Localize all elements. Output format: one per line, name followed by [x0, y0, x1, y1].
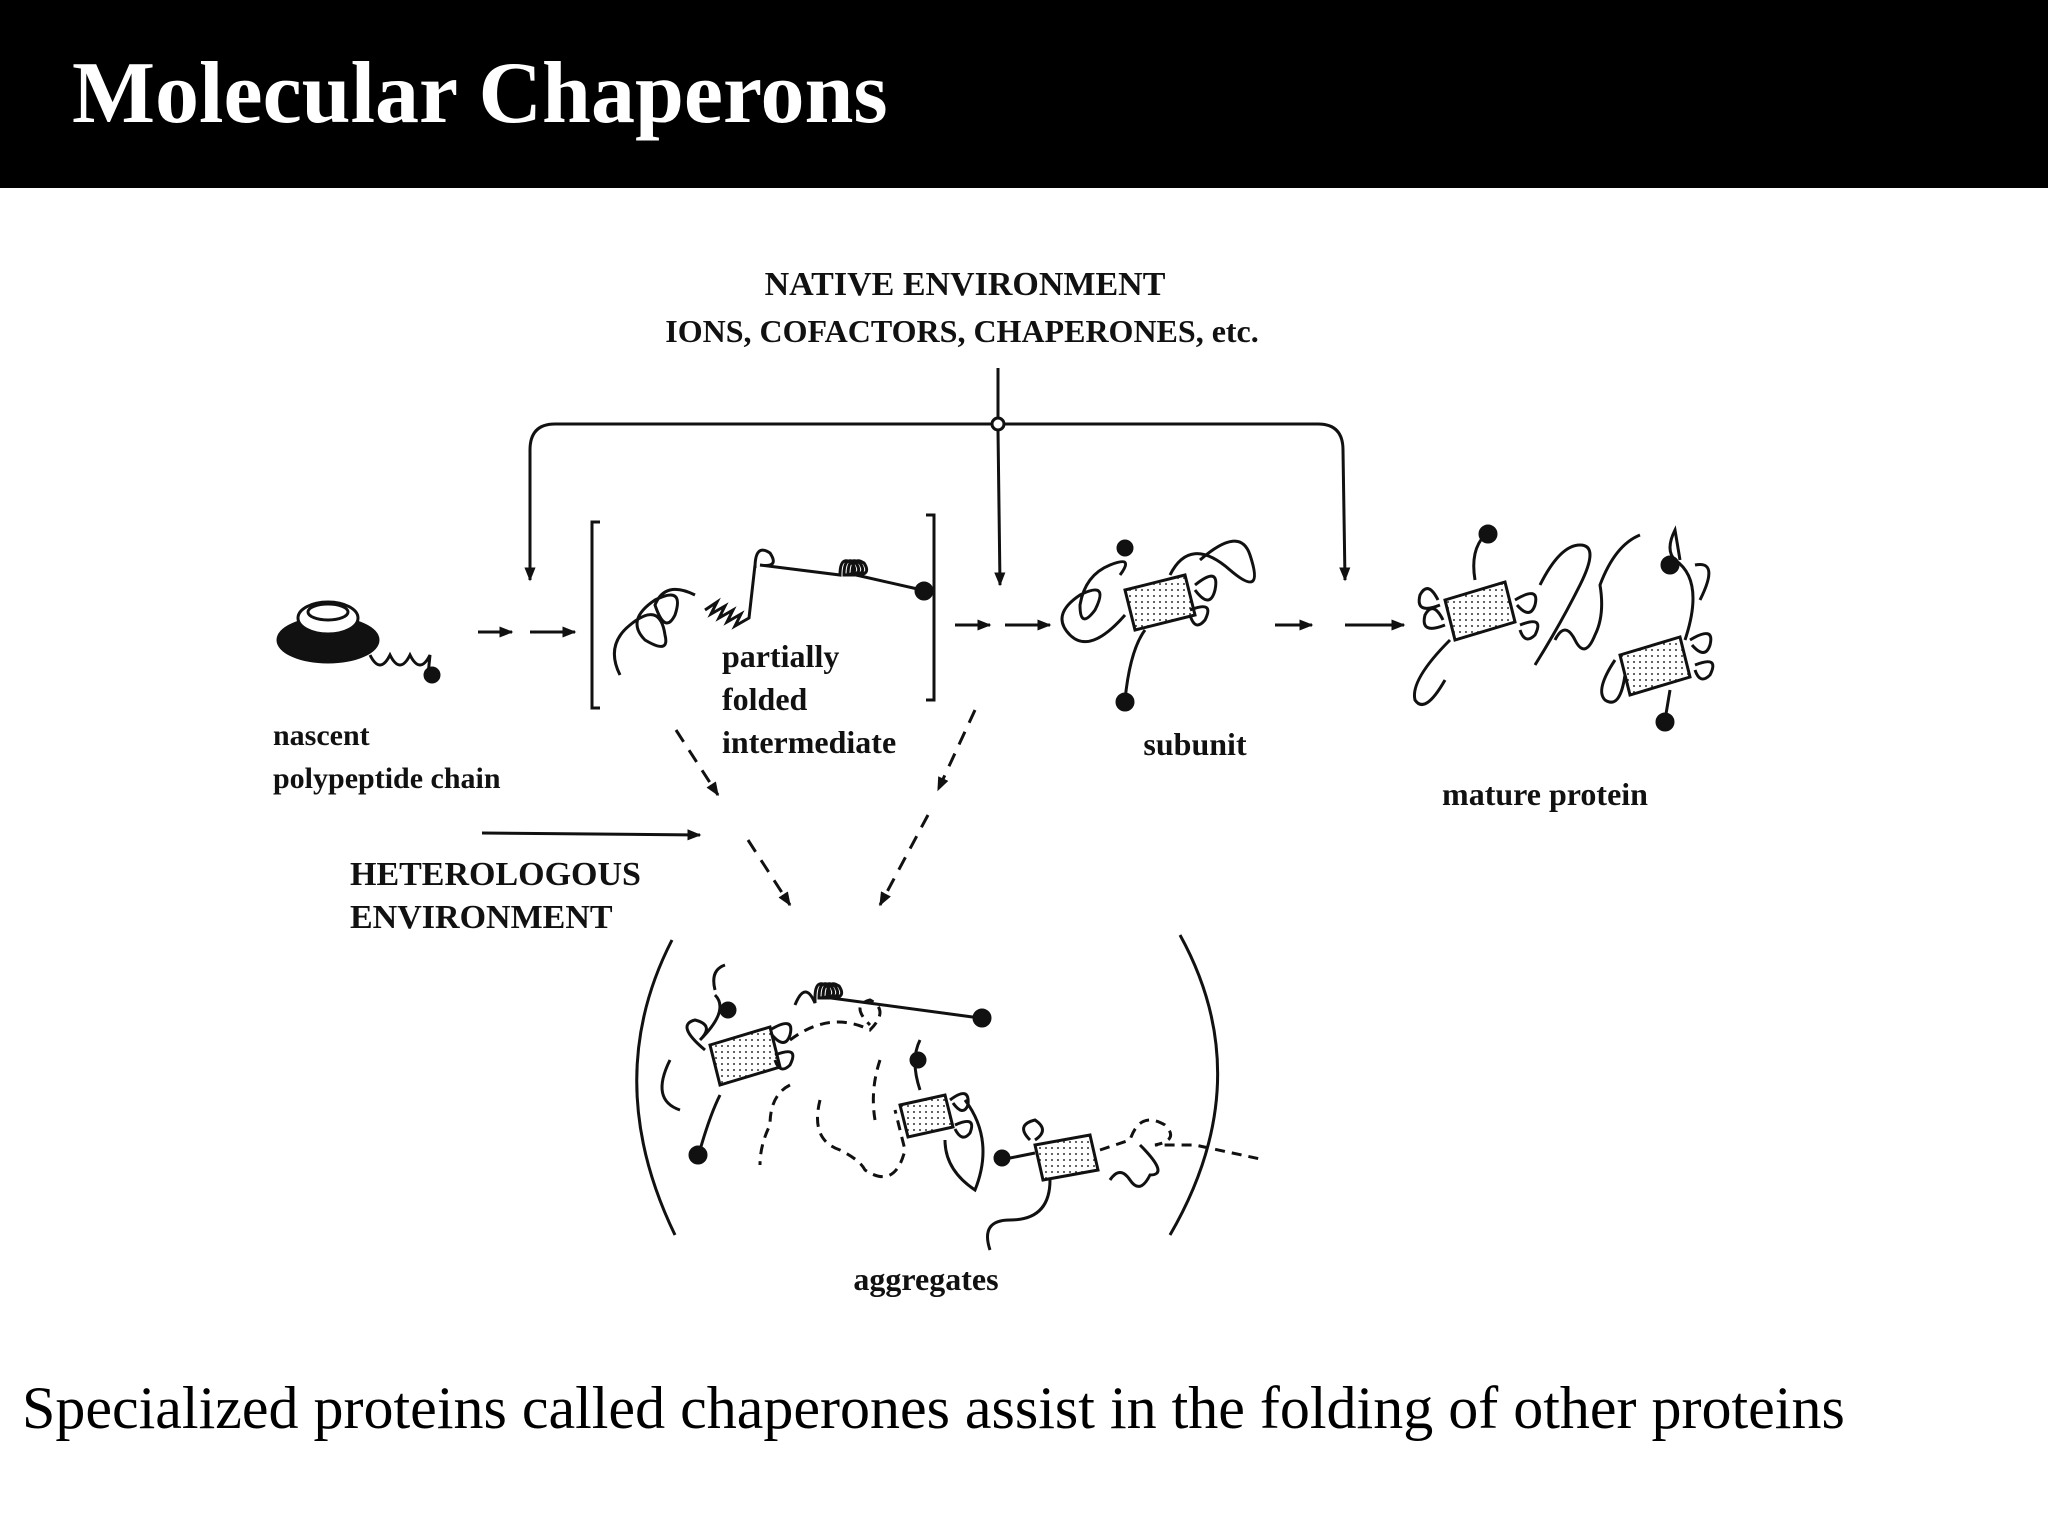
environment-label: ENVIRONMENT [350, 899, 613, 936]
native-environment-label: NATIVE ENVIRONMENT [765, 266, 1166, 303]
partially-folded-intermediate-icon [590, 513, 936, 710]
heterologous-arrow [481, 829, 702, 841]
native-environment-sublabel: IONS, COFACTORS, CHAPERONES, etc. [665, 313, 1259, 349]
heterologous-label: HETEROLOGOUS [350, 856, 641, 893]
partially-label: partially [722, 638, 839, 674]
polypeptide-chain-label: polypeptide chain [273, 762, 501, 795]
aggregates-icon [635, 934, 1266, 1251]
aggregation-arrows [674, 709, 977, 907]
ribosome-icon [276, 600, 441, 684]
aggregates-label: aggregates [853, 1261, 998, 1297]
mature-protein-icon [1412, 524, 1715, 732]
nascent-label: nascent [273, 719, 370, 752]
folded-label: folded [722, 681, 808, 717]
subunit-label: subunit [1143, 726, 1247, 762]
slide-caption: Specialized proteins called chaperones a… [22, 1375, 1845, 1441]
protein-folding-diagram: NATIVE ENVIRONMENT IONS, COFACTORS, CHAP… [273, 266, 1715, 1297]
title-bar: Molecular Chaperons [0, 0, 2048, 188]
native-environment-arrows [524, 368, 1351, 587]
intermediate-label: intermediate [722, 724, 896, 760]
subunit-icon [1060, 539, 1256, 712]
slide-title: Molecular Chaperons [72, 45, 888, 142]
mature-protein-label: mature protein [1442, 776, 1648, 812]
